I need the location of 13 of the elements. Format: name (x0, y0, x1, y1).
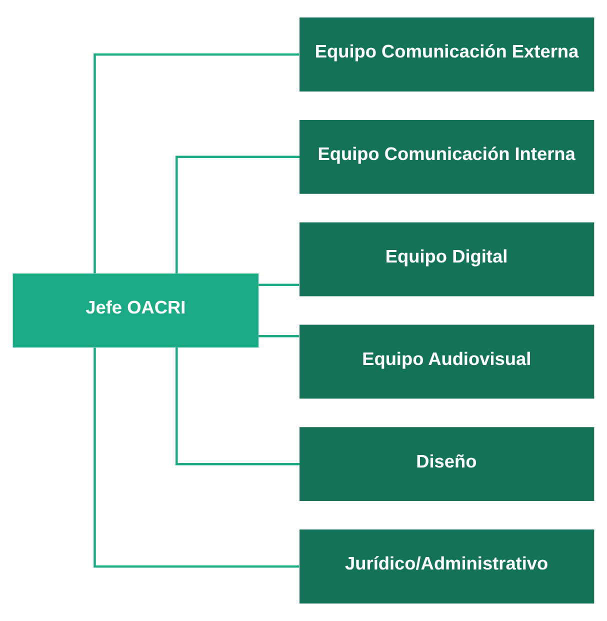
node-box: Equipo Digital (300, 222, 594, 296)
connector (176, 156, 300, 274)
node-box: Equipo Audiovisual (300, 324, 594, 399)
connector (176, 348, 300, 466)
connector (94, 348, 300, 568)
node-box: Jurídico/Administrativo (300, 530, 594, 604)
node-box: Equipo Comunicación Interna (300, 120, 594, 194)
node-box: Jefe OACRI (12, 274, 259, 348)
connector (94, 53, 300, 274)
connector (258, 284, 299, 286)
node-box: Diseño (300, 427, 594, 502)
connector (258, 334, 299, 338)
node-box: Equipo Comunicación Externa (300, 18, 594, 92)
